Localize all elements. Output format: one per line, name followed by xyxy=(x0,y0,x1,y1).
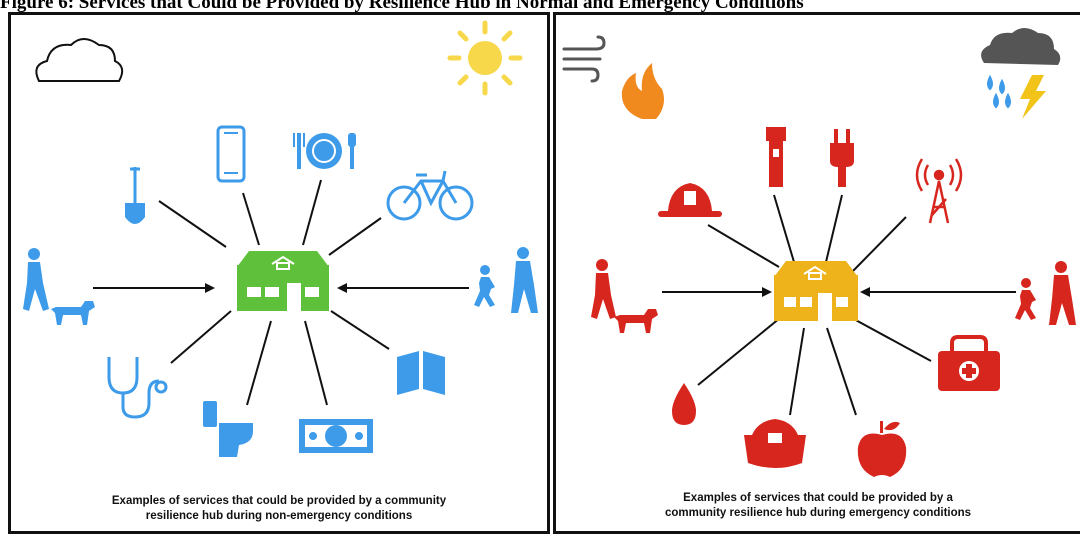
hub-house-icon xyxy=(774,261,858,321)
plate-icon xyxy=(293,133,356,169)
storm-cloud-icon xyxy=(981,28,1061,119)
cloud-icon xyxy=(35,38,124,82)
shovel-icon xyxy=(125,167,145,224)
toilet-icon xyxy=(203,401,253,457)
walker-dog-icon xyxy=(591,259,658,333)
emergency-panel: Examples of services that could be provi… xyxy=(553,12,1080,534)
caption-non-emergency: Examples of services that could be provi… xyxy=(11,494,547,524)
arrows xyxy=(662,287,1016,297)
food-container-icon xyxy=(744,419,806,468)
book-icon xyxy=(397,351,445,395)
runner-family-icon xyxy=(1015,261,1076,325)
apple-icon xyxy=(857,421,907,477)
caption-line: Examples of services that could be provi… xyxy=(111,495,447,507)
money-icon xyxy=(299,419,373,453)
arrows xyxy=(93,283,469,293)
firefighter-helmet-icon xyxy=(658,183,722,217)
walker-dog-icon xyxy=(23,248,95,325)
hub-house-icon xyxy=(237,251,329,311)
phone-icon xyxy=(216,125,246,183)
bicycle-icon xyxy=(386,170,474,221)
wind-icon xyxy=(562,35,606,83)
radio-tower-icon xyxy=(915,158,963,224)
spoke-lines xyxy=(697,194,932,416)
stethoscope-icon xyxy=(107,357,168,419)
caption-emergency: Examples of services that could be provi… xyxy=(556,491,1080,521)
blood-drop-icon xyxy=(672,383,696,425)
first-aid-kit-icon xyxy=(938,335,1000,391)
figure-title: Figure 6: Services that Could be Provide… xyxy=(0,0,804,13)
non-emergency-panel: Examples of services that could be provi… xyxy=(8,12,550,534)
caption-line: resilience hub during non-emergency cond… xyxy=(145,510,413,522)
sun-icon xyxy=(447,20,523,96)
plug-icon xyxy=(830,129,854,187)
caption-line: community resilience hub during emergenc… xyxy=(664,507,972,519)
runner-family-icon xyxy=(474,247,538,313)
caption-line: Examples of services that could be provi… xyxy=(683,492,953,504)
flashlight-icon xyxy=(766,127,786,187)
fire-icon xyxy=(621,63,664,119)
spoke-lines xyxy=(158,179,390,406)
